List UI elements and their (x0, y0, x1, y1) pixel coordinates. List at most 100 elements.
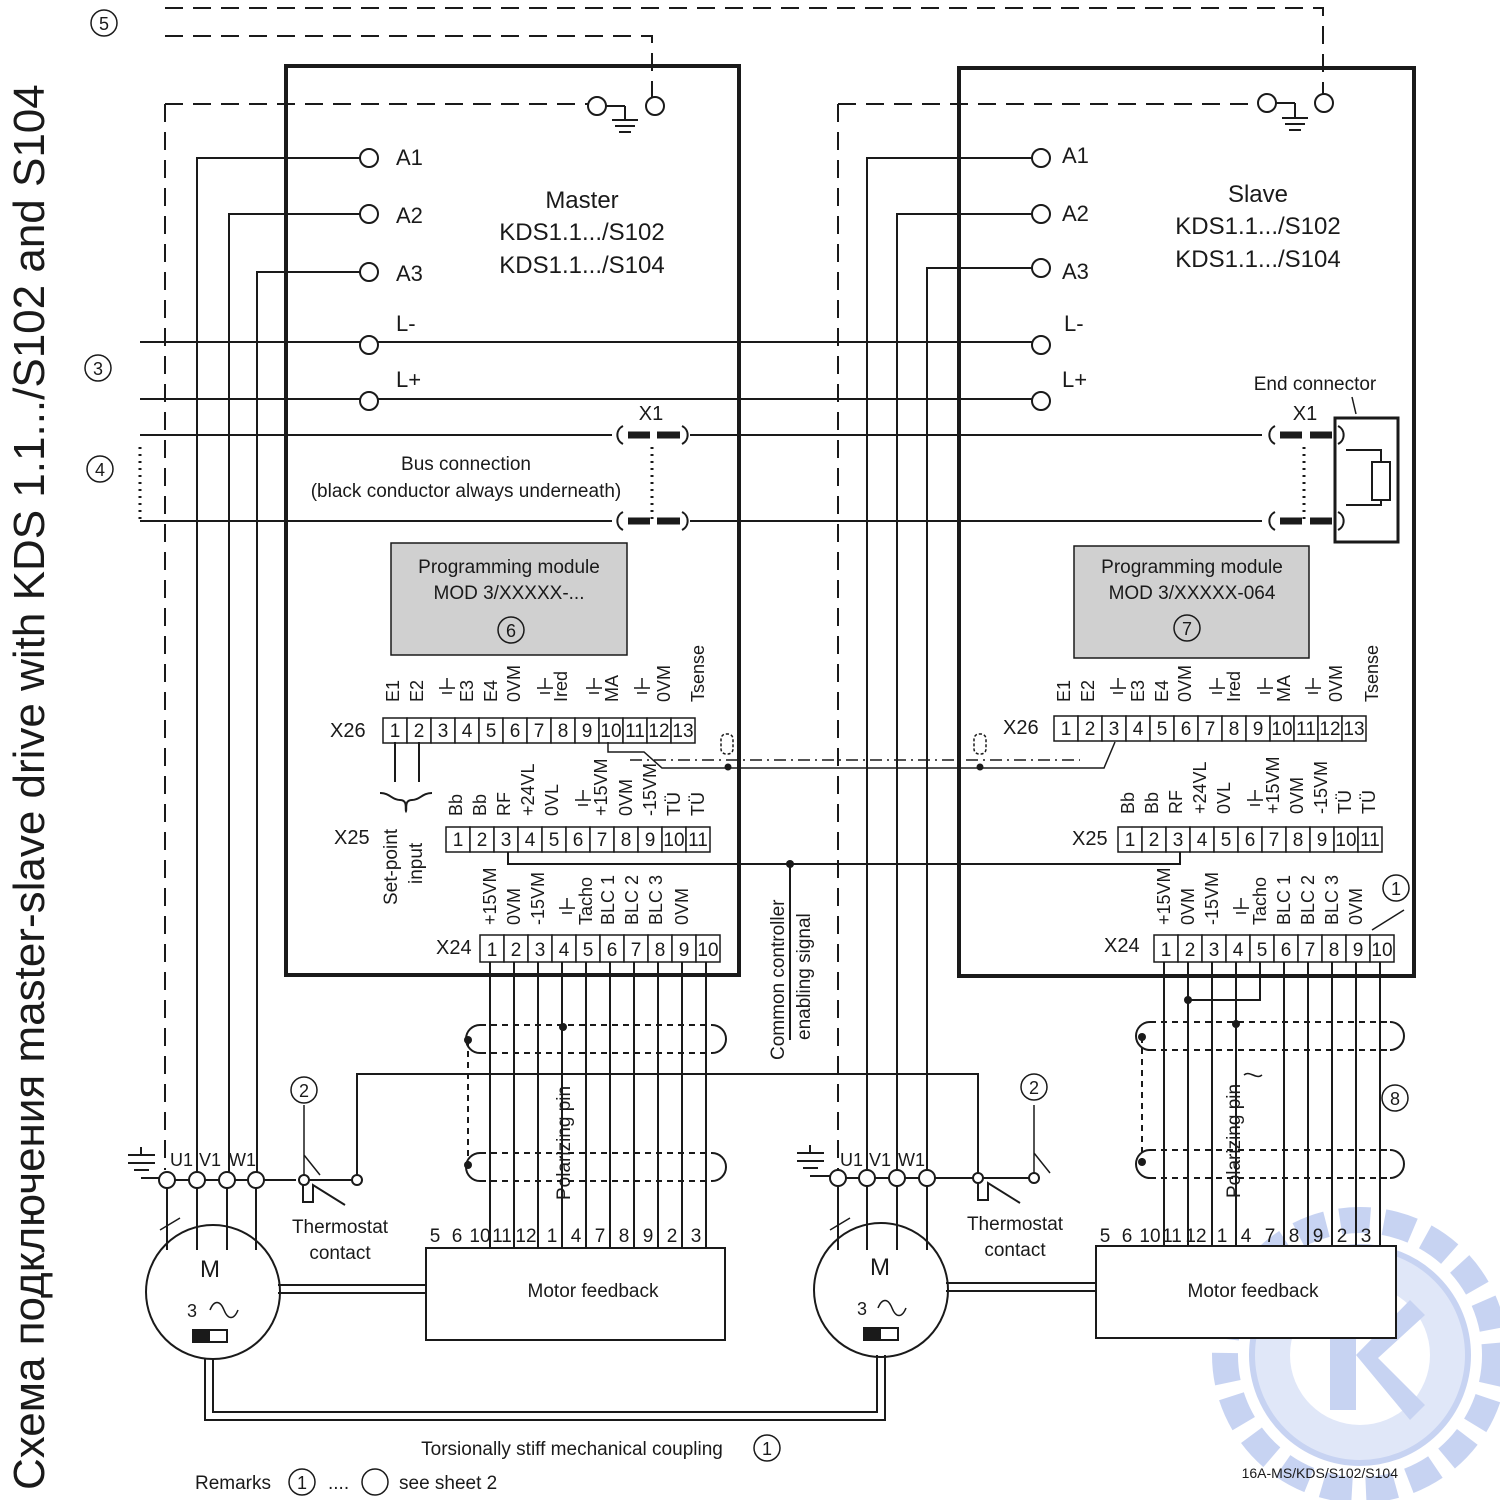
slave-x25-pin-6 (1237, 826, 1263, 853)
slave-polarizing-pin: Polarizing pin (1224, 1084, 1245, 1198)
slave-x26-signal-label: E3 (1128, 680, 1148, 702)
master-x24-pin-label: 5 (583, 940, 594, 961)
master-feedback-pin-label: 3 (691, 1226, 702, 1247)
master-x25-label: X25 (334, 827, 370, 849)
master-x1-label: X1 (639, 403, 663, 425)
master-x26-pin-label: 4 (462, 721, 473, 742)
master-x24-pin-label: 4 (559, 940, 570, 961)
slave-x26-signal-label: E1 (1054, 680, 1074, 702)
slave-x25-signal-label: TÜ (1359, 790, 1379, 814)
master-x26-signal-label: Ired (551, 671, 571, 702)
slave-thermostat-line2: contact (984, 1240, 1046, 1261)
bus-connection-line1: Bus connection (401, 454, 531, 475)
master-x24-pin-4 (551, 934, 577, 963)
master-x25-signal-label: +15VM (591, 758, 611, 816)
slave-x24-signal-label: 0VM (1346, 888, 1366, 925)
master-lminus-label: L- (396, 311, 416, 336)
master-x25-signal-label: 0VM (616, 779, 636, 816)
master-motor-feedback-label: Motor feedback (528, 1281, 659, 1302)
slave-x24-signal-label: +15VM (1154, 867, 1174, 925)
slave-x24-signal-label: BLC 3 (1322, 875, 1342, 925)
master-polarizing-pin: Polarizing pin (554, 1086, 575, 1200)
slave-note-2-circle (1020, 1073, 1048, 1101)
slave-x24-pin-1 (1153, 934, 1179, 963)
mechanical-coupling (204, 1355, 886, 1421)
note-8: 8 (1390, 1089, 1400, 1109)
slave-x25-pin-label: 5 (1221, 830, 1232, 851)
master-x24-signal-label: 0VM (672, 888, 692, 925)
master-model-2: KDS1.1.../S104 (499, 252, 664, 279)
slave-model-2: KDS1.1.../S104 (1175, 246, 1340, 273)
slave-x24-signal-label: -15VM (1202, 872, 1222, 925)
common-enable-line (507, 852, 1181, 1040)
master-x24-pin-label: 7 (631, 940, 642, 961)
master-w1: W1 (229, 1150, 256, 1170)
master-feedback-cable (464, 962, 727, 1250)
slave-x24-pin-label: 9 (1353, 940, 1364, 961)
slave-x25-signal-label: +15VM (1263, 756, 1283, 814)
master-x24-pin-9 (671, 934, 697, 963)
slave-a3-label: A3 (1062, 259, 1089, 284)
setpoint-line2: input (406, 842, 427, 884)
slave-feedback-pin-label: 2 (1337, 1226, 1348, 1247)
note-4-circle (86, 455, 114, 483)
slave-feedback-pin-label: 4 (1241, 1226, 1252, 1247)
slave-x25-pin-label: 3 (1173, 830, 1184, 851)
master-programming-module (390, 542, 628, 656)
master-x26-signal-label: E2 (407, 680, 427, 702)
slave-pe (1257, 93, 1334, 131)
slave-x25-signal-label: 0VM (1287, 777, 1307, 814)
note-6: 6 (506, 621, 516, 641)
master-x24-signal-label: -15VM (528, 872, 548, 925)
ground-symbol-icon (1257, 678, 1273, 694)
slave-x24-pin-label: 2 (1185, 940, 1196, 961)
slave-x25-pin-label: 10 (1335, 830, 1356, 851)
slave-x26-label: X26 (1003, 717, 1039, 739)
slave-x26-pin-label: 7 (1205, 719, 1216, 740)
master-x24-signal-label: 0VM (504, 888, 524, 925)
slave-x1-label: X1 (1293, 403, 1317, 425)
master-x26-pin-13 (670, 717, 696, 744)
master-a-terminals (196, 148, 379, 1180)
setpoint-line1: Set-point (381, 828, 402, 905)
master-x25-pin-label: 8 (621, 830, 632, 851)
master-x24-signal-label: BLC 1 (598, 875, 618, 925)
slave-feedback-pin-label: 8 (1289, 1226, 1300, 1247)
slave-x26-pin-label: 6 (1181, 719, 1192, 740)
slave-x24-pin-2 (1177, 934, 1203, 963)
master-x24-pin-8 (647, 934, 673, 963)
master-prog-line1: Programming module (418, 557, 600, 578)
master-a2-label: A2 (396, 203, 423, 228)
slave-x25-pin-5 (1213, 826, 1239, 853)
slave-x24-pin-3 (1201, 934, 1227, 963)
slave-x24-pin-label: 1 (1161, 940, 1172, 961)
slave-x24-signal-label: 0VM (1178, 888, 1198, 925)
slave-w1: W1 (898, 1150, 925, 1170)
slave-x24-signal-label: BLC 1 (1274, 875, 1294, 925)
slave-x24-pin-label: 4 (1233, 940, 1244, 961)
master-x25-pin-label: 7 (597, 830, 608, 851)
master-model-1: KDS1.1.../S102 (499, 219, 664, 246)
master-feedback-pin-label: 1 (547, 1226, 558, 1247)
master-note-2-circle (290, 1076, 318, 1104)
master-x26-pin-label: 13 (672, 721, 693, 742)
master-thermostat-line1: Thermostat (292, 1217, 389, 1238)
slave-x26-pin-7 (1197, 715, 1223, 742)
master-x24-signal-label: BLC 2 (622, 875, 642, 925)
slave-x26-signal-label: Tsense (1362, 645, 1382, 702)
master-v1: V1 (199, 1150, 221, 1170)
note-1-circle (1382, 874, 1410, 902)
dc-bus-lines (140, 335, 1051, 411)
setpoint-wires (379, 742, 433, 814)
master-x25-pin-label: 5 (549, 830, 560, 851)
master-x26-pin-3 (430, 717, 456, 744)
slave-x26-signal-label: MA (1274, 675, 1294, 702)
note-5-circle (90, 9, 118, 37)
slave-x24-signal-label: BLC 2 (1298, 875, 1318, 925)
slave-x26-pin-label: 9 (1253, 719, 1264, 740)
master-x26-pin-label: 8 (558, 721, 569, 742)
slave-x25-pin-label: 8 (1293, 830, 1304, 851)
master-x25-pin-label: 4 (525, 830, 536, 851)
